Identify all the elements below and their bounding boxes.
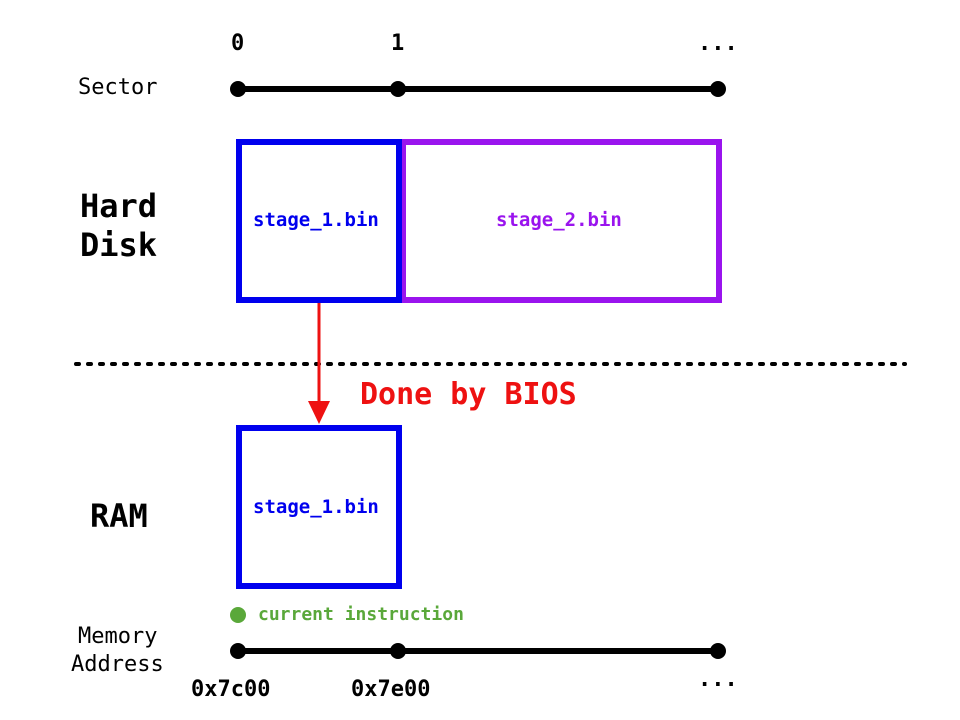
ram-label: RAM bbox=[90, 497, 148, 535]
ram-stage1-label: stage_1.bin bbox=[253, 496, 379, 518]
sector-tick-1-dot bbox=[390, 81, 406, 97]
memory-tick-0: 0x7c00 bbox=[191, 677, 271, 702]
sector-tick-end-dot bbox=[710, 81, 726, 97]
sector-tick-0-dot bbox=[230, 81, 246, 97]
current-instruction-label: current instruction bbox=[258, 604, 464, 625]
hard-disk-label-line2: Disk bbox=[80, 226, 158, 264]
disk-stage2-label: stage_2.bin bbox=[496, 209, 622, 231]
hard-disk-label-line1: Hard bbox=[80, 187, 158, 225]
sector-tick-0: 0 bbox=[231, 31, 245, 56]
memory-tick-1-dot bbox=[390, 643, 406, 659]
sector-label: Sector bbox=[78, 75, 158, 100]
disk-stage1-label: stage_1.bin bbox=[253, 209, 379, 231]
memory-address-label-line2: Address bbox=[71, 652, 164, 677]
sector-tick-ellipsis: ... bbox=[698, 31, 738, 56]
ram-stage1-box bbox=[236, 425, 402, 589]
current-instruction-dot bbox=[230, 607, 246, 623]
disk-stage1-box bbox=[236, 139, 402, 303]
disk-stage2-box bbox=[400, 139, 722, 303]
memory-tick-0-dot bbox=[230, 643, 246, 659]
memory-tick-ellipsis: ... bbox=[698, 667, 738, 692]
memory-address-label-line1: Memory bbox=[78, 624, 158, 649]
sector-tick-1: 1 bbox=[391, 31, 405, 56]
bios-transfer-label: Done by BIOS bbox=[360, 377, 577, 412]
memory-tick-1: 0x7e00 bbox=[351, 677, 431, 702]
bios-arrow-head bbox=[308, 401, 330, 424]
memory-tick-end-dot bbox=[710, 643, 726, 659]
